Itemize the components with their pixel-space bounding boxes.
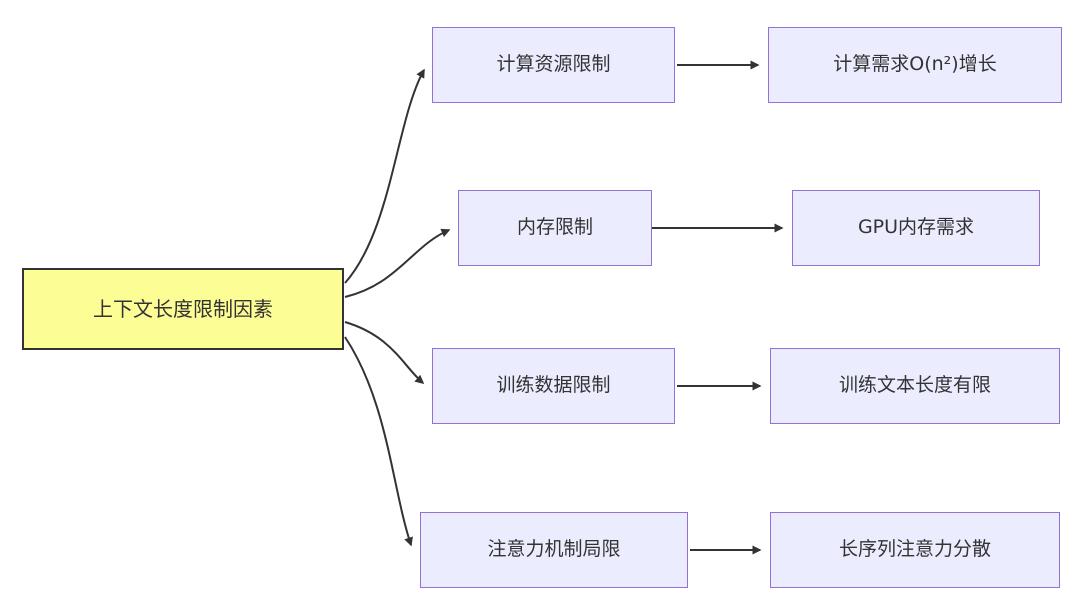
node-attention-limit-label: 注意力机制局限 bbox=[487, 538, 621, 561]
node-compute-growth-label: 计算需求O(n²)增长 bbox=[833, 53, 997, 76]
node-memory-limit-label: 内存限制 bbox=[516, 216, 593, 239]
node-attention-dispersion-label: 长序列注意力分散 bbox=[838, 538, 991, 561]
node-compute-growth: 计算需求O(n²)增长 bbox=[768, 27, 1062, 103]
node-gpu-memory-label: GPU内存需求 bbox=[857, 216, 975, 239]
node-root: 上下文长度限制因素 bbox=[22, 268, 344, 350]
node-compute-limit-label: 计算资源限制 bbox=[496, 53, 611, 76]
node-root-label: 上下文长度限制因素 bbox=[93, 296, 273, 321]
node-training-data-limit-label: 训练数据限制 bbox=[496, 374, 611, 397]
node-memory-limit: 内存限制 bbox=[458, 190, 652, 266]
edge-root-to-compute bbox=[344, 68, 425, 284]
node-attention-limit: 注意力机制局限 bbox=[420, 512, 688, 588]
node-training-text-length: 训练文本长度有限 bbox=[770, 348, 1060, 424]
node-training-data-limit: 训练数据限制 bbox=[432, 348, 675, 424]
edge-root-to-attention bbox=[344, 336, 413, 547]
node-compute-limit: 计算资源限制 bbox=[432, 27, 675, 103]
edge-root-to-training bbox=[344, 321, 425, 384]
node-gpu-memory: GPU内存需求 bbox=[792, 190, 1040, 266]
node-training-text-length-label: 训练文本长度有限 bbox=[838, 374, 991, 397]
node-attention-dispersion: 长序列注意力分散 bbox=[770, 512, 1060, 588]
edge-root-to-memory bbox=[344, 228, 451, 298]
